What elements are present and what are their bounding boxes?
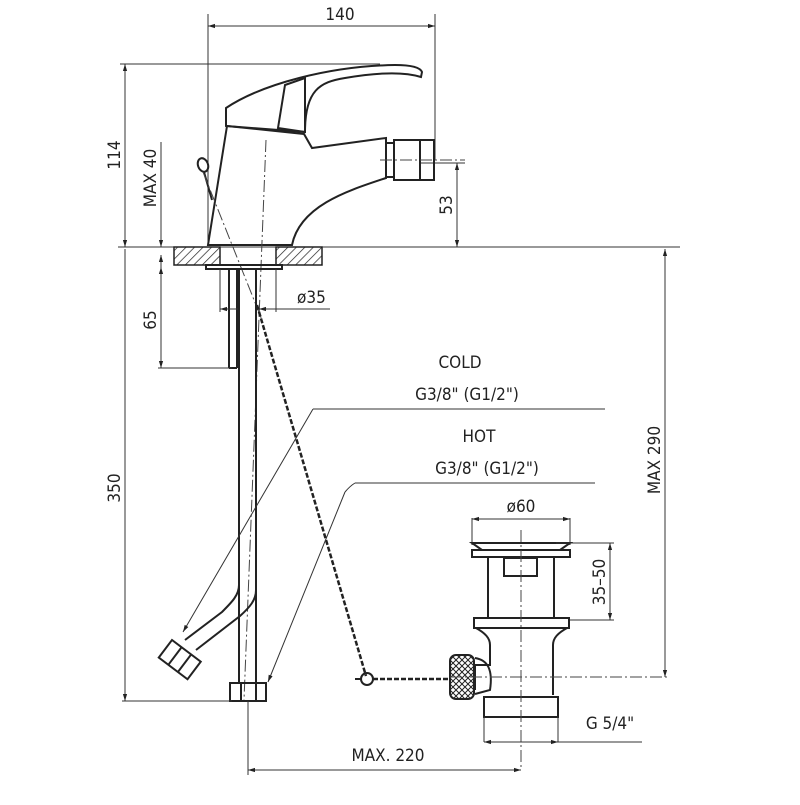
- popup-rod-top: [196, 157, 263, 321]
- dim-hose-350: 350: [105, 249, 232, 702]
- dim-max-290: MAX 290: [645, 249, 668, 677]
- dim-shank-65: 65: [141, 267, 232, 369]
- supply-hose-hot: [229, 269, 267, 702]
- label-d60: ø60: [507, 497, 536, 517]
- label-max-290: MAX 290: [645, 426, 665, 494]
- label-53: 53: [437, 195, 457, 214]
- label-cold: COLD: [438, 353, 481, 373]
- label-35-50: 35–50: [590, 559, 610, 606]
- dim-max-40: MAX 40: [141, 142, 164, 267]
- dim-width-140: 140: [207, 5, 436, 245]
- label-350: 350: [105, 473, 125, 502]
- hot-connection-callout: HOT G3/8" (G1/2"): [267, 427, 595, 683]
- popup-waste: ø60 35–50 G 5/4": [449, 497, 670, 770]
- cold-connection-callout: COLD G3/8" (G1/2"): [182, 353, 605, 633]
- label-hot-thread: G3/8" (G1/2"): [435, 459, 539, 479]
- label-65: 65: [141, 310, 161, 329]
- shank: ø35: [219, 269, 330, 369]
- label-cold-thread: G3/8" (G1/2"): [415, 385, 519, 405]
- label-114: 114: [105, 140, 125, 169]
- label-hot: HOT: [463, 427, 497, 447]
- label-g54: G 5/4": [586, 714, 634, 734]
- dim-spout-53: 53: [420, 162, 465, 247]
- label-140: 140: [325, 5, 354, 25]
- tap-body: [206, 63, 465, 701]
- deck-plate: [173, 246, 323, 270]
- dim-height-114: 114: [105, 63, 380, 247]
- dim-max-220: MAX. 220: [247, 701, 521, 775]
- label-d35: ø35: [297, 288, 326, 308]
- supply-hose-cold: [157, 560, 257, 681]
- label-max-40: MAX 40: [141, 149, 161, 207]
- label-max-220: MAX. 220: [351, 746, 424, 766]
- popup-rod: [255, 304, 450, 686]
